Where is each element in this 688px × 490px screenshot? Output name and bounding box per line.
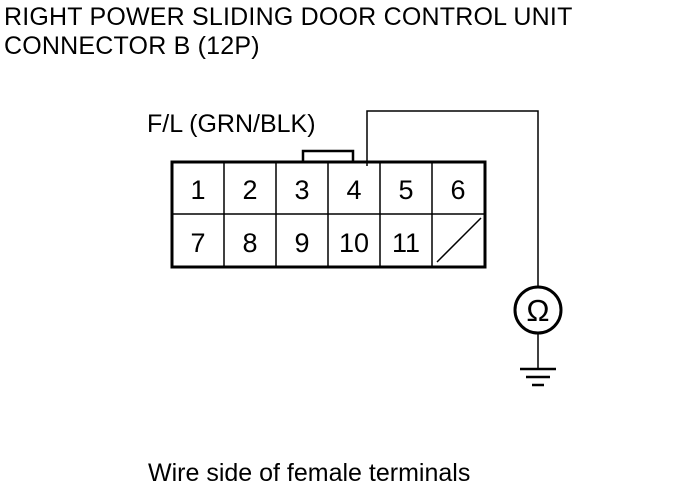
terminal-8: 8: [242, 228, 257, 258]
terminal-11: 11: [392, 228, 420, 258]
terminal-10: 10: [339, 228, 369, 258]
terminal-row-top: 1 2 3 4 5 6: [190, 175, 465, 205]
connector-lock-tab: [301, 149, 355, 162]
terminal-9: 9: [294, 228, 309, 258]
terminal-5: 5: [398, 175, 413, 205]
terminal-1: 1: [190, 175, 205, 205]
connector-grid: [172, 162, 485, 267]
unused-cavity-slash: [436, 217, 482, 263]
terminal-7: 7: [190, 228, 205, 258]
wire-label: F/L (GRN/BLK): [147, 110, 316, 138]
terminal-row-bottom: 7 8 9 10 11: [190, 228, 420, 258]
terminal-2: 2: [242, 175, 257, 205]
title-line-1: RIGHT POWER SLIDING DOOR CONTROL UNIT: [4, 3, 573, 31]
caption: Wire side of female terminals: [148, 459, 471, 487]
terminal-6: 6: [450, 175, 465, 205]
terminal-3: 3: [294, 175, 309, 205]
ohmmeter-icon: Ω: [513, 285, 563, 335]
title-line-2: CONNECTOR B (12P): [4, 32, 260, 60]
probe-wire: [366, 110, 539, 287]
ground-icon: [520, 367, 556, 387]
terminal-4: 4: [346, 175, 361, 205]
ohmmeter-symbol: Ω: [526, 293, 549, 328]
